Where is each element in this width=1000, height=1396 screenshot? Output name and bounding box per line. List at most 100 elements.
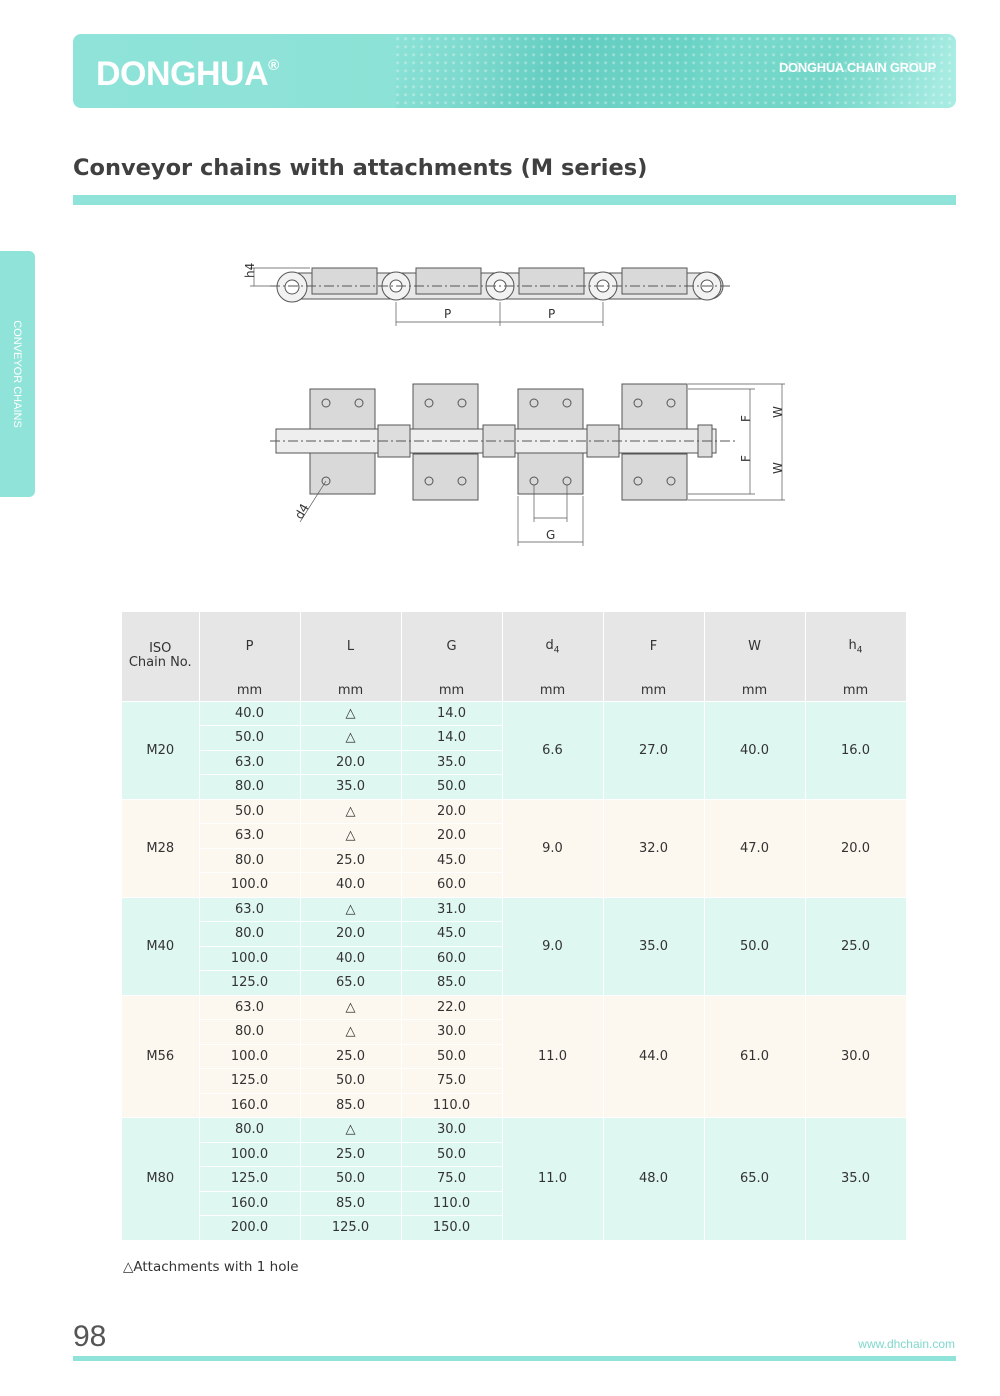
col-header-p: P: [199, 612, 301, 681]
cell-g: 22.0: [401, 995, 503, 1020]
cell-f: 27.0: [603, 701, 705, 800]
cell-l: 85.0: [300, 1191, 402, 1216]
cell-g: 60.0: [401, 872, 503, 898]
cell-l: △: [300, 995, 402, 1020]
table-row: 50.0△14.0: [122, 725, 906, 751]
cell-l: △: [300, 725, 402, 751]
cell-chain-no: M28: [122, 799, 200, 898]
cell-h4: 20.0: [805, 799, 907, 898]
cell-l: 40.0: [300, 872, 402, 898]
cell-p: 40.0: [199, 701, 301, 726]
cell-l: 65.0: [300, 970, 402, 996]
cell-l: 125.0: [300, 1215, 402, 1241]
cell-p: 125.0: [199, 1068, 301, 1094]
cell-g: 85.0: [401, 970, 503, 996]
cell-d4: 9.0: [502, 897, 604, 996]
unit-cell: mm: [300, 681, 402, 702]
units-row: mm mm mm mm mm mm mm: [122, 681, 907, 702]
col-header-d4: d4: [502, 612, 604, 681]
col-header-g: G: [401, 612, 503, 681]
cell-w: 47.0: [704, 799, 806, 898]
cell-g: 35.0: [401, 750, 503, 775]
side-tab-label: CONVEYOR CHAINS: [11, 320, 23, 428]
cell-l: △: [300, 1117, 402, 1143]
side-section-tab: CONVEYOR CHAINS: [0, 251, 35, 497]
cell-g: 45.0: [401, 848, 503, 873]
cell-p: 80.0: [199, 774, 301, 800]
cell-f: 44.0: [603, 995, 705, 1118]
label-w-1: W: [771, 406, 785, 418]
cell-l: 85.0: [300, 1093, 402, 1118]
cell-l: △: [300, 897, 402, 922]
cell-h4: 25.0: [805, 897, 907, 996]
cell-p: 100.0: [199, 946, 301, 971]
cell-p: 160.0: [199, 1191, 301, 1216]
cell-p: 63.0: [199, 750, 301, 775]
unit-cell: mm: [805, 681, 907, 702]
cell-g: 50.0: [401, 774, 503, 800]
cell-g: 45.0: [401, 921, 503, 947]
unit-cell: mm: [502, 681, 604, 702]
cell-p: 125.0: [199, 970, 301, 996]
cell-l: 35.0: [300, 774, 402, 800]
cell-f: 48.0: [603, 1117, 705, 1241]
cell-g: 110.0: [401, 1093, 503, 1118]
table-row: 63.0△20.0: [122, 823, 906, 849]
website-link[interactable]: www.dhchain.com: [858, 1337, 955, 1351]
cell-chain-no: M20: [122, 701, 200, 800]
table-row: 80.0△30.0: [122, 1019, 906, 1045]
col-header-h4: h4: [805, 612, 907, 681]
cell-g: 150.0: [401, 1215, 503, 1241]
cell-l: 25.0: [300, 1142, 402, 1167]
cell-l: 20.0: [300, 921, 402, 947]
label-h4: h4: [243, 263, 257, 278]
cell-l: 50.0: [300, 1068, 402, 1094]
cell-p: 160.0: [199, 1093, 301, 1118]
cell-h4: 16.0: [805, 701, 907, 800]
footer-rule: [73, 1356, 956, 1361]
cell-l: 20.0: [300, 750, 402, 775]
cell-h4: 35.0: [805, 1117, 907, 1241]
label-p-1: P: [444, 307, 451, 321]
cell-l: △: [300, 1019, 402, 1045]
cell-l: 40.0: [300, 946, 402, 971]
cell-g: 20.0: [401, 799, 503, 824]
page-title: Conveyor chains with attachments (M seri…: [73, 155, 648, 181]
cell-p: 63.0: [199, 995, 301, 1020]
cell-l: 50.0: [300, 1166, 402, 1192]
cell-chain-no: M40: [122, 897, 200, 996]
cell-p: 100.0: [199, 872, 301, 898]
cell-p: 100.0: [199, 1142, 301, 1167]
cell-p: 80.0: [199, 921, 301, 947]
group-name: DONGHUA CHAIN GROUP: [778, 60, 936, 75]
col-header-l: L: [300, 612, 402, 681]
unit-cell: mm: [603, 681, 705, 702]
cell-d4: 6.6: [502, 701, 604, 800]
cell-d4: 11.0: [502, 995, 604, 1118]
page-number: 98: [73, 1320, 107, 1353]
cell-p: 50.0: [199, 799, 301, 824]
cell-p: 63.0: [199, 823, 301, 849]
cell-g: 50.0: [401, 1044, 503, 1069]
cell-d4: 11.0: [502, 1117, 604, 1241]
label-g: G: [546, 528, 555, 542]
cell-l: 25.0: [300, 848, 402, 873]
cell-l: 25.0: [300, 1044, 402, 1069]
cell-p: 63.0: [199, 897, 301, 922]
cell-p: 200.0: [199, 1215, 301, 1241]
cell-f: 32.0: [603, 799, 705, 898]
cell-f: 35.0: [603, 897, 705, 996]
label-d4: d4: [292, 501, 312, 521]
cell-l: △: [300, 823, 402, 849]
